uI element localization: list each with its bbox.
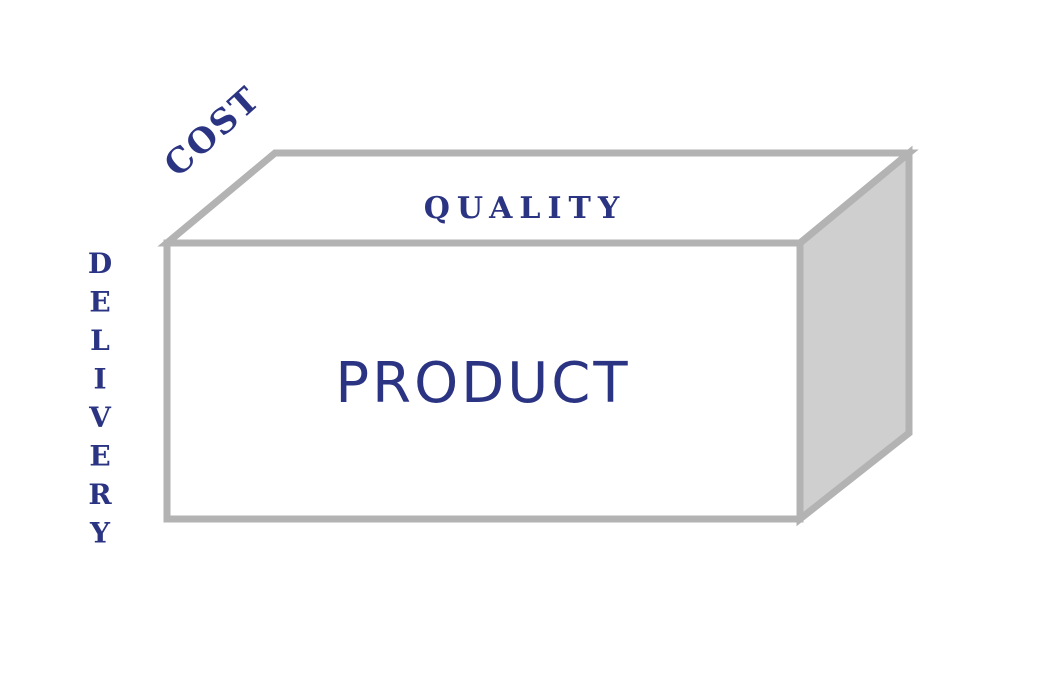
height-label-letter: D — [88, 247, 112, 280]
top-label: QUALITY — [424, 191, 627, 226]
height-label-letter: E — [89, 286, 110, 319]
height-label-letter: Y — [89, 517, 111, 550]
height-label-letter: E — [89, 440, 110, 473]
height-label-letter: V — [88, 401, 112, 434]
height-label-letter: L — [90, 324, 110, 357]
height-label-letter: I — [93, 363, 106, 396]
box-front-face — [163, 239, 804, 523]
height-label-letter: R — [88, 478, 112, 511]
front-label: PRODUCT — [335, 351, 630, 416]
